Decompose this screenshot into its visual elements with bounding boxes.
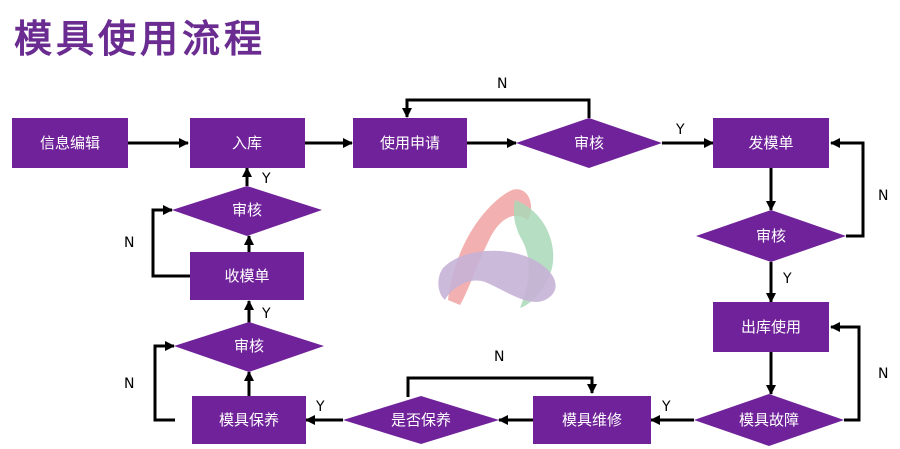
label-maintain-q-no: N — [494, 349, 504, 365]
label-review-maint-yes: Y — [261, 306, 271, 322]
page-title: 模具使用流程 — [14, 16, 267, 61]
node-collect-form: 收模单 — [190, 252, 304, 300]
node-maintain: 模具保养 — [192, 396, 306, 444]
label-review-use-no: N — [497, 76, 507, 92]
node-warehouse-in: 入库 — [190, 118, 305, 168]
node-review-issue: 审核 — [696, 210, 846, 262]
node-review-use: 审核 — [516, 118, 662, 168]
svg-text:审核: 审核 — [234, 337, 264, 355]
svg-text:模具保养: 模具保养 — [219, 411, 279, 429]
node-review-collect: 审核 — [172, 186, 322, 236]
svg-text:收模单: 收模单 — [224, 267, 269, 285]
label-review-collect-no: N — [124, 235, 134, 251]
label-maintain-q-yes: Y — [315, 399, 325, 415]
edge-fault-no — [830, 322, 861, 422]
svg-text:审核: 审核 — [756, 227, 786, 245]
node-review-maintain: 审核 — [174, 322, 324, 372]
node-issue-form: 发模单 — [713, 118, 829, 168]
node-out-use: 出库使用 — [713, 302, 829, 352]
edge-review-maint-no — [153, 341, 175, 422]
edge-review-collect-no — [151, 205, 190, 278]
edges — [128, 98, 865, 425]
svg-text:发模单: 发模单 — [748, 134, 793, 152]
edge-review-issue-no — [830, 138, 865, 238]
svg-text:信息编辑: 信息编辑 — [40, 134, 100, 152]
svg-text:审核: 审核 — [574, 134, 604, 152]
svg-text:模具维修: 模具维修 — [562, 411, 622, 429]
svg-text:入库: 入库 — [232, 134, 262, 152]
label-fault-no: N — [878, 366, 888, 382]
nodes: 信息编辑 入库 使用申请 审核 发模单 审核 出库使用 模具故障 — [12, 118, 846, 446]
edge-maintain-q-no — [406, 376, 597, 397]
edge-review-use-no — [402, 98, 591, 118]
svg-text:出库使用: 出库使用 — [741, 318, 801, 336]
label-review-collect-yes: Y — [261, 171, 271, 187]
node-fault: 模具故障 — [694, 394, 844, 446]
svg-text:使用申请: 使用申请 — [380, 134, 440, 152]
logo-icon — [438, 189, 556, 308]
label-review-maint-no: N — [124, 376, 134, 392]
svg-text:是否保养: 是否保养 — [391, 411, 451, 429]
node-info-edit: 信息编辑 — [12, 118, 128, 168]
edge-labels: Y N N Y N Y N Y N Y N Y — [124, 76, 888, 415]
svg-text:审核: 审核 — [232, 201, 262, 219]
node-maintain-question: 是否保养 — [343, 396, 499, 444]
svg-text:模具故障: 模具故障 — [739, 411, 799, 429]
label-fault-yes: Y — [661, 399, 671, 415]
label-review-issue-yes: Y — [782, 271, 792, 287]
label-review-issue-no: N — [878, 188, 888, 204]
label-review-use-yes: Y — [675, 122, 685, 138]
node-use-request: 使用申请 — [353, 118, 467, 168]
node-repair: 模具维修 — [533, 396, 651, 444]
